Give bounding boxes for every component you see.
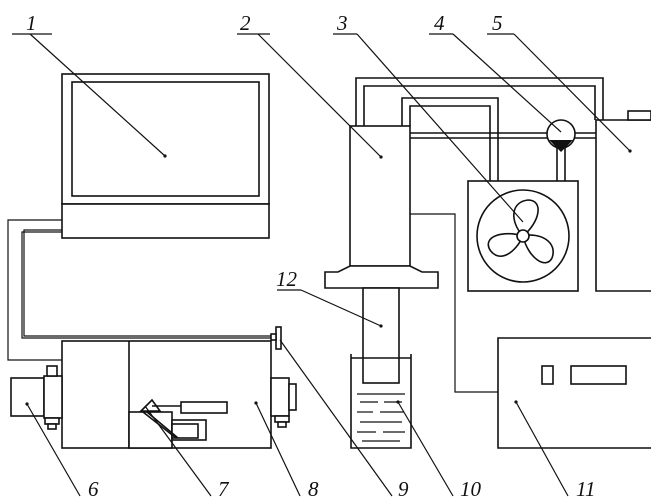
labels: 1 2 3 4 5 12 6 7 8 9 10 11 bbox=[26, 11, 595, 501]
tank bbox=[595, 110, 651, 292]
label-9: 9 bbox=[398, 477, 409, 501]
column bbox=[324, 125, 439, 384]
label-3: 3 bbox=[336, 11, 348, 35]
label-10: 10 bbox=[460, 477, 482, 501]
leader-lines bbox=[12, 33, 631, 497]
label-12: 12 bbox=[276, 267, 298, 291]
pump bbox=[546, 119, 596, 181]
right-mount bbox=[270, 377, 297, 428]
left-mount bbox=[10, 365, 63, 430]
tubing bbox=[355, 77, 604, 181]
label-6: 6 bbox=[88, 477, 99, 501]
label-5: 5 bbox=[492, 11, 503, 35]
monitor bbox=[61, 73, 270, 239]
label-7: 7 bbox=[218, 477, 230, 501]
monitor-cable bbox=[7, 219, 276, 361]
fan-unit bbox=[467, 180, 579, 292]
label-8: 8 bbox=[308, 477, 319, 501]
label-1: 1 bbox=[26, 11, 37, 35]
label-4: 4 bbox=[434, 11, 445, 35]
label-2: 2 bbox=[240, 11, 251, 35]
probe bbox=[270, 326, 282, 350]
inner-mechanism bbox=[128, 398, 228, 449]
controller bbox=[410, 213, 651, 449]
label-11: 11 bbox=[576, 477, 595, 501]
